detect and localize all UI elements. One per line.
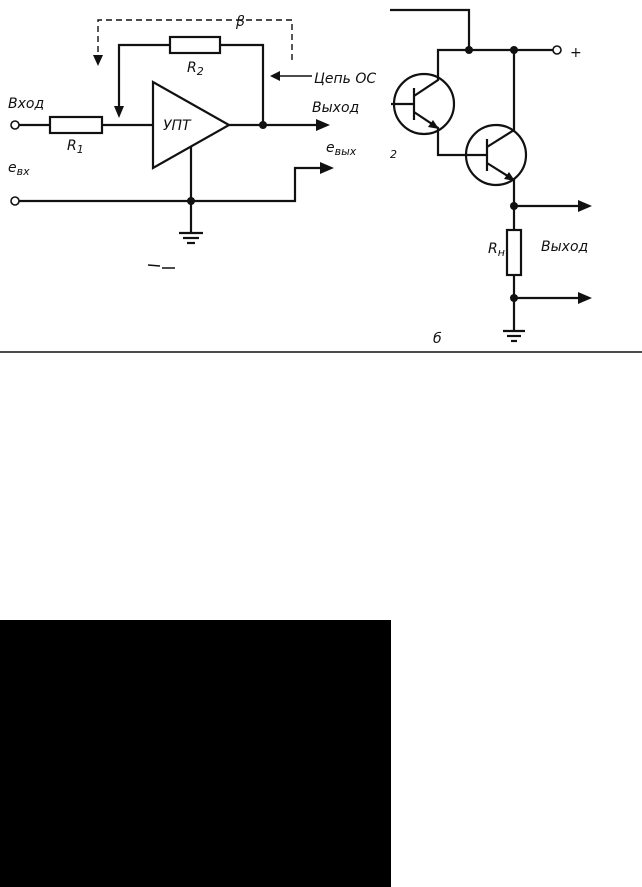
beta-label: β <box>235 14 245 30</box>
feedback-pointer-head <box>270 71 280 81</box>
resistor-r2 <box>168 35 222 55</box>
output-arrow-head <box>316 119 330 131</box>
scan-mark <box>147 264 175 269</box>
figure-b-caption: б <box>433 331 442 347</box>
feedback-wire <box>117 43 265 125</box>
transistor-t1-leads <box>391 48 480 157</box>
input-voltage-label: eвх <box>8 160 30 178</box>
figure-b-transistor-circuit: + 2 Rн Выход б <box>390 8 592 347</box>
output-top-arrow <box>578 200 592 212</box>
r1-label: R1 <box>67 138 84 156</box>
output-bottom-arrow <box>578 292 592 304</box>
ground-node <box>187 197 195 205</box>
t2-label: 2 <box>390 148 397 161</box>
rn-label: Rн <box>488 241 505 259</box>
evyx-arrow-head <box>320 162 334 174</box>
figure-a-amplifier-circuit: β R2 Цепь ОС Вход R1 eвх УПТ Выход eвых <box>8 14 376 269</box>
t2-emitter-arrow <box>504 172 515 181</box>
t1-emitter-arrow <box>428 120 439 129</box>
supply-wire <box>390 8 553 52</box>
output-label-b: Выход <box>541 239 588 255</box>
black-redaction-block <box>0 620 391 887</box>
transistor-t2-body <box>464 123 528 187</box>
ground-symbol-a <box>179 231 203 245</box>
ground-terminal <box>10 196 20 206</box>
ground-symbol-b <box>503 329 525 343</box>
output-node <box>259 121 267 129</box>
plus-terminal <box>552 45 562 55</box>
ground-rail <box>19 166 322 203</box>
plus-label: + <box>570 45 582 61</box>
r2-label: R2 <box>187 60 204 78</box>
feedback-arrow-head <box>114 106 124 118</box>
transistor-t2-leads <box>480 50 516 206</box>
input-label: Вход <box>8 96 44 112</box>
beta-arrow-head <box>93 55 103 66</box>
amplifier-triangle <box>151 80 232 170</box>
resistor-rn <box>505 228 523 277</box>
output-label: Выход <box>312 100 359 116</box>
output-voltage-label: eвых <box>326 140 357 158</box>
input-terminal <box>10 120 20 130</box>
beta-dashed-loop <box>97 19 293 62</box>
feedback-chain-label: Цепь ОС <box>314 71 376 87</box>
resistor-r1 <box>48 115 104 135</box>
amplifier-label: УПТ <box>163 118 192 134</box>
